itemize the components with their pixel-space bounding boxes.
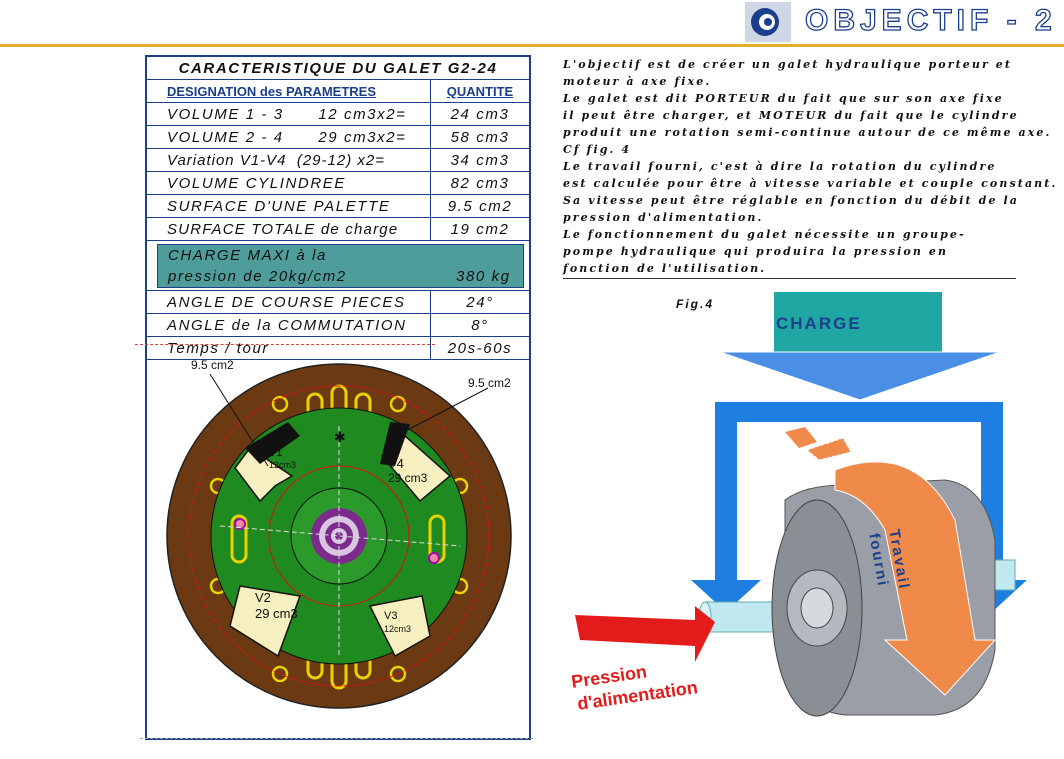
charge-label-1: CHARGE MAXI à la [168, 247, 327, 264]
v4-label: V4 [388, 456, 404, 471]
paragraph-line: moteur à axe fixe. [563, 75, 712, 88]
row-value: 82 cm3 [450, 174, 510, 192]
figure-label: Fig.4 [676, 297, 715, 311]
charge-row [147, 241, 529, 291]
logo [745, 2, 791, 42]
v2-label: V2 [255, 590, 271, 605]
table-row: SURFACE TOTALE de charge 19 cm2 [147, 218, 529, 241]
fig4-diagram [575, 292, 1027, 717]
orange-fragment [805, 437, 852, 461]
paragraph-line: produit une rotation semi-continue autou… [563, 126, 1052, 139]
port-right [428, 552, 440, 564]
row-value: 34 cm3 [450, 151, 510, 169]
side-slot-left [230, 514, 248, 564]
paragraph-line: il peut être charger, et MOTEUR du fait … [563, 109, 1019, 122]
row-value: 19 cm2 [450, 220, 510, 238]
row-label: ANGLE DE COURSE PIECES [147, 291, 431, 313]
pockets [229, 435, 452, 658]
charge-box [774, 292, 942, 352]
page-title: OBJECTIF - 2 [804, 3, 1057, 37]
row-value: 8° [471, 316, 489, 334]
row-value: 20s-60s [447, 339, 513, 357]
row-value: 9.5 cm2 [447, 197, 513, 215]
row-label: ANGLE de la COMMUTATION [147, 314, 431, 336]
row-label: VOLUME 2 - 4 29 cm3x2= [147, 126, 431, 148]
row-value: 58 cm3 [450, 128, 510, 146]
paragraph-rule [563, 278, 1016, 279]
paragraph-line: L'objectif est de créer un galet hydraul… [563, 58, 1013, 71]
col-header-designation: DESIGNATION des PARAMETRES [147, 80, 431, 102]
pressure-arrow [575, 606, 715, 662]
header-rule [0, 44, 1064, 47]
row-label: VOLUME 1 - 3 12 cm3x2= [147, 103, 431, 125]
table-title: CARACTERISTIQUE DU GALET G2-24 [178, 59, 498, 77]
table-row: VOLUME 2 - 4 29 cm3x2= 58 cm3 [147, 126, 529, 149]
table-title-row: CARACTERISTIQUE DU GALET G2-24 [147, 57, 529, 80]
v1-volume: 12cm3 [269, 460, 297, 470]
svg-text:✱: ✱ [334, 430, 346, 446]
row-label: Temps / tour [147, 337, 431, 359]
table-row: SURFACE D'UNE PALETTE 9.5 cm2 [147, 195, 529, 218]
paragraph-line: est calculée pour être à vitesse variabl… [563, 177, 1058, 190]
table-row: Variation V1-V4 (29-12) x2= 34 cm3 [147, 149, 529, 172]
row-label: SURFACE TOTALE de charge [147, 218, 431, 240]
table-row: VOLUME CYLINDREE 82 cm3 [147, 172, 529, 195]
paragraph-line: Cf fig. 4 [563, 143, 632, 156]
v1-label: V1 [269, 447, 283, 459]
v2-volume: 29 cm3 [255, 606, 298, 621]
row-label: VOLUME CYLINDREE [147, 172, 431, 194]
paragraph-line: fonction de l'utilisation. [563, 262, 767, 275]
area-label-right: 9.5 cm2 [468, 376, 511, 390]
table-header-row: DESIGNATION des PARAMETRES QUANTITE [147, 80, 529, 103]
paragraph-line: Le travail fourni, c'est à dire la rotat… [563, 160, 997, 173]
flow-arrow-left [691, 580, 761, 612]
objective-paragraph: L'objectif est de créer un galet hydraul… [563, 56, 1058, 277]
charge-arrow-head [719, 351, 1001, 401]
paragraph-line: pression d'alimentation. [563, 211, 764, 224]
charge-label: CHARGE [776, 314, 862, 333]
v3-label: V3 [384, 610, 398, 622]
charge-label-2: pression de 20kg/cm2 [168, 268, 347, 285]
port-left [234, 518, 246, 530]
orange-fragment [785, 427, 817, 448]
row-value: 24 cm3 [450, 105, 510, 123]
table-row: ANGLE DE COURSE PIECES 24° [147, 291, 529, 314]
charge-value: 380 kg [456, 268, 511, 285]
col-header-quantite: QUANTITE [446, 83, 514, 99]
table-row: Temps / tour 20s-60s [147, 337, 529, 360]
v3-volume: 12cm3 [384, 624, 412, 634]
paragraph-line: Sa vitesse peut être réglable en fonctio… [563, 194, 1019, 207]
row-value: 24° [466, 293, 494, 311]
paragraph-line: pompe hydraulique qui produira la pressi… [563, 245, 949, 258]
area-label-left: 9.5 cm2 [191, 358, 234, 372]
table-row: ANGLE de la COMMUTATION 8° [147, 314, 529, 337]
paragraph-line: Le galet est dit PORTEUR du fait que sur… [563, 92, 1004, 105]
divider-wedge [245, 422, 300, 464]
red-circle [188, 385, 490, 687]
leader-line [135, 344, 435, 345]
row-label: Variation V1-V4 (29-12) x2= [147, 149, 431, 171]
travail-arrow [834, 461, 997, 696]
characteristics-table: CARACTERISTIQUE DU GALET G2-24 DESIGNATI… [145, 55, 531, 740]
bottom-dash [140, 738, 533, 739]
flow-loop [715, 402, 1003, 580]
paragraph-line: Le fonctionnement du galet nécessite un … [563, 228, 966, 241]
v4-volume: 29 cm3 [388, 471, 428, 485]
galet-disc-diagram: ✱ [166, 363, 512, 709]
table-row: VOLUME 1 - 3 12 cm3x2= 24 cm3 [147, 103, 529, 126]
row-label: SURFACE D'UNE PALETTE [147, 195, 431, 217]
charge-highlight: CHARGE MAXI à la pression de 20kg/cm2 38… [157, 244, 524, 288]
